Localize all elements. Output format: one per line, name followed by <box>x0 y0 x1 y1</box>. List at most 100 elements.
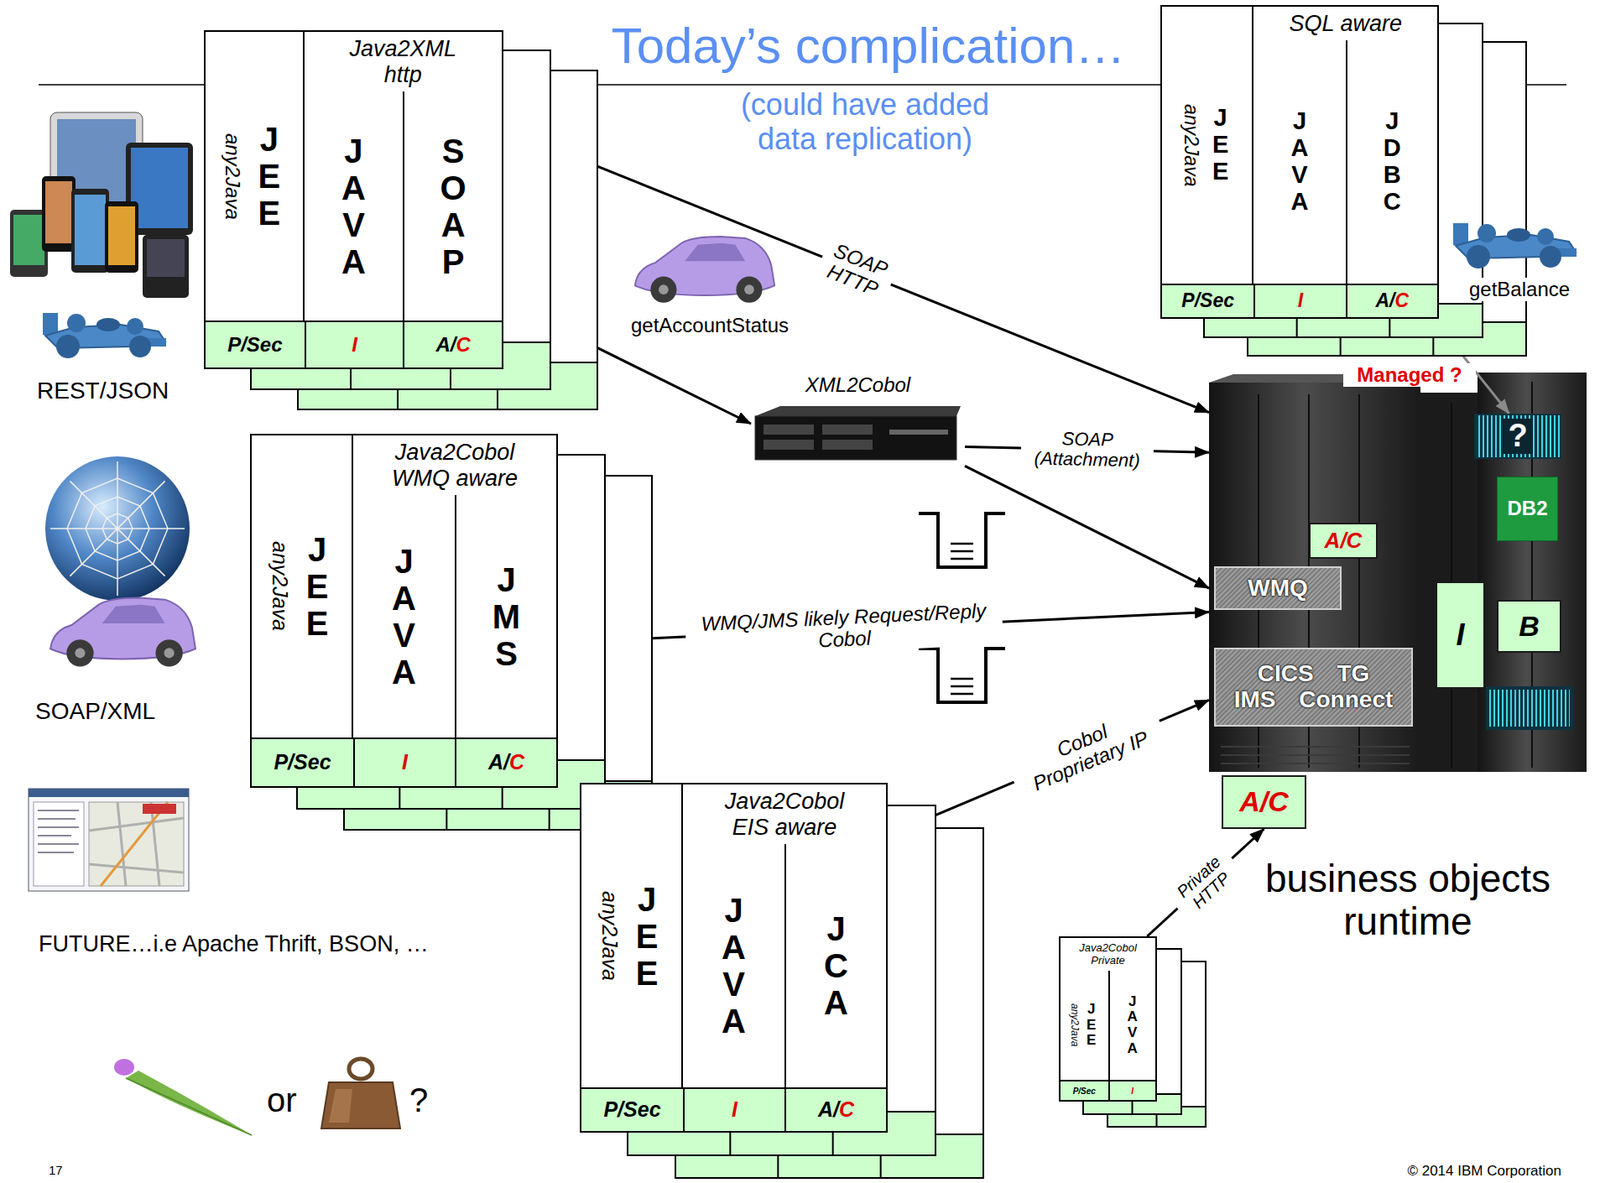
operation-label: getAccountStatus <box>630 313 789 338</box>
column-letters: SOAP <box>436 132 470 281</box>
barcode-panel <box>1485 686 1574 730</box>
box-text: I <box>1455 618 1465 652</box>
cell-text-part: C <box>839 1097 855 1121</box>
copyright: © 2014 IBM Corporation <box>1407 1162 1562 1180</box>
stack-column: any2JavaJEE <box>581 784 683 1088</box>
stack-column: JAVA <box>1253 40 1345 284</box>
edge-label: WMQ/JMS likely Request/Reply Cobol <box>684 599 1004 660</box>
rotated-label: any2Java <box>222 133 243 220</box>
component-box: DB2 <box>1496 476 1559 542</box>
qos-cell: P/Sec <box>205 320 305 368</box>
web-ring <box>67 478 168 579</box>
qos-cell: P/Sec <box>251 737 354 787</box>
screen-map <box>88 802 184 886</box>
text-label: ? <box>409 1080 428 1120</box>
feather-body <box>125 1070 254 1137</box>
mainframe-node: business objects runtimeA/CWMQCICS TG IM… <box>1209 372 1587 772</box>
component-box: CICS TG IMS Connect <box>1214 647 1413 727</box>
box-text: A/C <box>1239 786 1289 818</box>
weight-shine <box>328 1089 353 1123</box>
queue-items <box>950 678 974 694</box>
phone-screen <box>13 214 45 266</box>
cabinet <box>1209 382 1421 772</box>
connector-arrow <box>1146 828 1264 937</box>
column-letters: JAVA <box>336 132 371 281</box>
server-stack: SQL awareany2JavaJEEJAVAJDBCP/SecIA/C <box>1160 5 1439 319</box>
screen-frame <box>28 788 189 892</box>
column-letters: JEE <box>300 531 334 642</box>
stack-column: any2Java JEE <box>1060 970 1109 1080</box>
car-icon <box>635 236 775 303</box>
phone-screen <box>74 194 106 266</box>
tablet-screen <box>130 147 188 229</box>
phone-screen <box>108 206 136 266</box>
weight-icon <box>321 1058 401 1129</box>
qos-cell: A/C <box>784 1087 886 1131</box>
rotated-label: any2Java <box>1069 1003 1080 1047</box>
column-letters: JCA <box>819 910 854 1022</box>
stack-column: JMS <box>454 495 557 738</box>
phone-screen <box>146 239 185 277</box>
stack-column: any2JavaJEE <box>251 435 354 738</box>
protocol-label: SOAP/XML <box>35 698 156 725</box>
cabinet-grille <box>1220 746 1410 764</box>
cell-text: I <box>401 750 408 775</box>
future-note: FUTURE…i.e Apache Thrift, BSON, … <box>38 931 429 958</box>
weight-ring <box>349 1058 373 1079</box>
column-letters: JEE <box>1208 104 1233 186</box>
component-box: ? <box>1474 413 1562 459</box>
component-box: B <box>1496 599 1562 653</box>
box-text: DB2 <box>1506 497 1548 520</box>
qos-cell: P/Sec <box>581 1087 683 1131</box>
cell-text-part: A/ <box>435 333 456 356</box>
server-stack: Java2Cobol EIS awareany2JavaJEEJAVAJCAP/… <box>579 782 888 1133</box>
stack-header: Java2XML http <box>339 36 466 89</box>
cell-text: P/Sec <box>227 333 282 356</box>
converter-node: XML2Cobol <box>750 373 965 475</box>
cell-text-part: C <box>1395 289 1410 312</box>
stack-column: any2JavaJEE <box>205 31 305 321</box>
slide-title: Today’s complication… <box>587 16 1150 75</box>
column-letters: JEE <box>1084 1001 1099 1049</box>
converter-label: XML2Cobol <box>805 373 911 397</box>
phone-screen <box>45 181 73 244</box>
web-spokes <box>50 461 185 596</box>
subtitle: (could have added data replication) <box>722 87 1008 157</box>
edge-label: SOAP HTTP <box>813 234 899 306</box>
car-icon <box>50 598 196 668</box>
cell-text: I <box>731 1098 738 1122</box>
spider-web <box>50 461 185 596</box>
server-bay <box>822 439 873 450</box>
map-roads <box>88 802 184 886</box>
qos-cell: P/Sec <box>1162 283 1254 318</box>
cell-text: A/C <box>488 750 525 775</box>
web-ring <box>102 513 133 544</box>
cell-text: A/C <box>435 333 470 356</box>
mobile-devices <box>10 112 193 298</box>
column-letters: JMS <box>489 561 524 673</box>
column-letters: JDBC <box>1380 108 1405 216</box>
server-body <box>755 416 957 460</box>
component-box: I <box>1435 581 1486 689</box>
qos-cell: A/C <box>1345 283 1438 318</box>
component-box: WMQ <box>1214 566 1342 610</box>
phone <box>142 234 189 298</box>
cell-text-part: A/ <box>488 750 510 774</box>
server-appliance <box>755 406 961 460</box>
cell-text: P/Sec <box>1073 1086 1096 1096</box>
protocol-label: REST/JSON <box>36 377 169 405</box>
cell-text: P/Sec <box>603 1098 661 1122</box>
column-letters: JAVA <box>1125 994 1140 1058</box>
page-number: 17 <box>48 1162 63 1178</box>
operation-label: getBalance <box>1466 277 1573 302</box>
component-box: A/C <box>1308 522 1378 559</box>
cell-text-part: C <box>455 333 470 356</box>
stack-column: JAVA <box>682 844 785 1088</box>
qos-cell: I <box>353 737 455 787</box>
cell-text: P/Sec <box>1181 290 1235 312</box>
box-text: B <box>1518 610 1540 642</box>
cell-text-part: A/ <box>818 1097 840 1121</box>
cell-text: P/Sec <box>273 750 331 775</box>
qos-cell: I <box>304 320 404 368</box>
map-badge <box>142 803 177 814</box>
